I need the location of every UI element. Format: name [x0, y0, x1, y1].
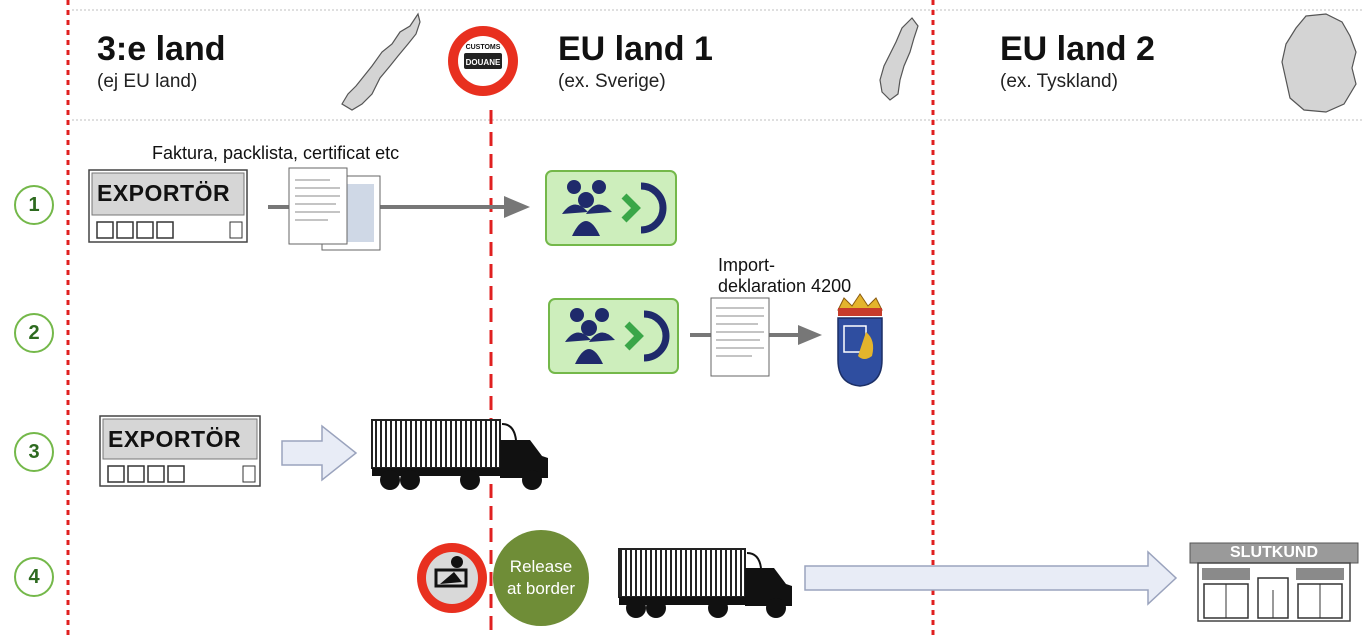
- exporter-store-icon: [88, 169, 248, 243]
- column-subtitle-eu-country-1: (ex. Sverige): [558, 71, 666, 92]
- svg-text:DOUANE: DOUANE: [466, 58, 501, 67]
- truck-icon: [618, 548, 792, 618]
- release-label-line1: Release: [509, 557, 573, 576]
- truck-icon: [371, 419, 548, 490]
- exporter-store-icon: [99, 415, 261, 487]
- column-title-third-country: 3:e land: [97, 30, 226, 68]
- step-2-badge: 2: [14, 313, 54, 353]
- column-subtitle-eu-country-2: (ex. Tyskland): [1000, 71, 1118, 92]
- customs-agent-icon: [548, 298, 679, 374]
- delivery-arrow: [804, 550, 1178, 606]
- germany-map-icon: [1281, 13, 1357, 113]
- customs-officer-icon: [417, 543, 487, 613]
- exporter-label: EXPORTÖR: [108, 426, 242, 452]
- documents-label: Faktura, packlista, certificat etc: [152, 143, 400, 163]
- customs-agent-icon: [545, 170, 677, 246]
- customs-authority-crest-icon: [837, 293, 883, 387]
- column-subtitle-third-country: (ej EU land): [97, 71, 198, 92]
- documents-icon: [288, 167, 381, 251]
- norway-map-icon: [341, 12, 421, 111]
- step-4-badge: 4: [14, 557, 54, 597]
- column-title-eu-country-2: EU land 2: [1000, 30, 1155, 68]
- shipment-arrow: [281, 424, 358, 482]
- import-declaration-label-line1: Import-: [718, 255, 776, 275]
- svg-text:CUSTOMS: CUSTOMS: [466, 44, 501, 51]
- customer-store-icon: [1189, 542, 1359, 622]
- step-1-badge: 1: [14, 185, 54, 225]
- step-3-badge: 3: [14, 432, 54, 472]
- release-label-line2: at border: [506, 579, 576, 598]
- grid-lines: [66, 0, 1364, 635]
- customer-label: SLUTKUND: [1230, 544, 1318, 561]
- declaration-document-icon: [710, 297, 770, 377]
- customs-sign-icon: CUSTOMS DOUANE: [448, 26, 518, 96]
- import-declaration-label-line2: deklaration 4200: [718, 276, 852, 296]
- sweden-map-icon: [879, 17, 919, 101]
- column-title-eu-country-1: EU land 1: [558, 30, 713, 68]
- release-at-border-badge: Release at border: [493, 530, 589, 626]
- exporter-label: EXPORTÖR: [97, 180, 231, 206]
